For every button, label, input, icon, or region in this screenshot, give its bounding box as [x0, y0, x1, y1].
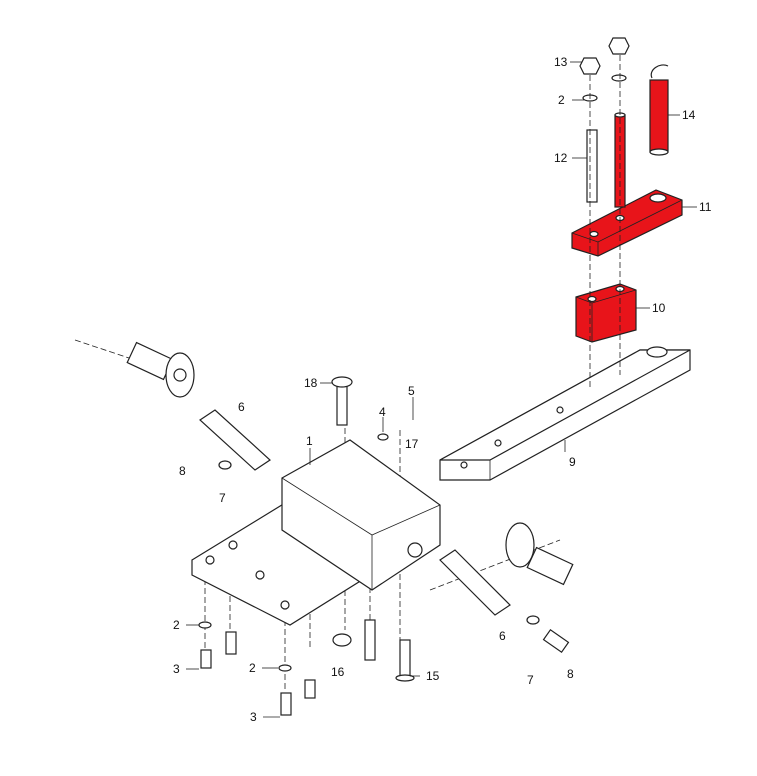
callout-13: 13 — [554, 55, 568, 69]
callout-17: 17 — [405, 437, 419, 451]
strap-part-6-left — [199, 409, 271, 471]
nuts-washers-top — [579, 37, 630, 102]
callout-12: 12 — [554, 151, 568, 165]
callout-3: 3 — [250, 710, 257, 724]
pivot-mount-left — [126, 341, 195, 398]
pivot-mount-right — [505, 522, 574, 586]
callout-11: 11 — [699, 200, 712, 214]
callout-6: 6 — [238, 400, 245, 414]
callout-18: 18 — [304, 376, 318, 390]
callout-8: 8 — [567, 667, 574, 681]
callout-5: 5 — [408, 384, 415, 398]
callout-2: 2 — [173, 618, 180, 632]
callout-7: 7 — [527, 673, 534, 687]
callout-15: 15 — [426, 669, 440, 683]
callout-7: 7 — [219, 491, 226, 505]
callout-8: 8 — [179, 464, 186, 478]
callout-16: 16 — [331, 665, 345, 679]
spacer-block-part-10 — [575, 283, 637, 343]
handle-pin-part-14 — [649, 64, 669, 156]
hitch-bar-part-9 — [439, 346, 691, 481]
callout-10: 10 — [652, 301, 666, 315]
pins-bolts — [198, 376, 570, 716]
callout-2: 2 — [558, 93, 565, 107]
callout-3: 3 — [173, 662, 180, 676]
mounting-bracket-part-1 — [191, 439, 441, 626]
callout-1: 1 — [306, 434, 313, 448]
leader-lines — [186, 61, 697, 718]
callout-4: 4 — [379, 405, 386, 419]
callout-9: 9 — [569, 455, 576, 469]
stud-part-12 — [586, 129, 598, 203]
callout-6: 6 — [499, 629, 506, 643]
strap-part-6-right — [439, 549, 511, 616]
callouts: 13 2 12 14 11 10 9 18 5 4 17 1 6 8 7 2 3… — [173, 55, 712, 724]
clamp-plate-part-11 — [571, 189, 683, 257]
callout-14: 14 — [682, 108, 696, 122]
callout-2: 2 — [249, 661, 256, 675]
